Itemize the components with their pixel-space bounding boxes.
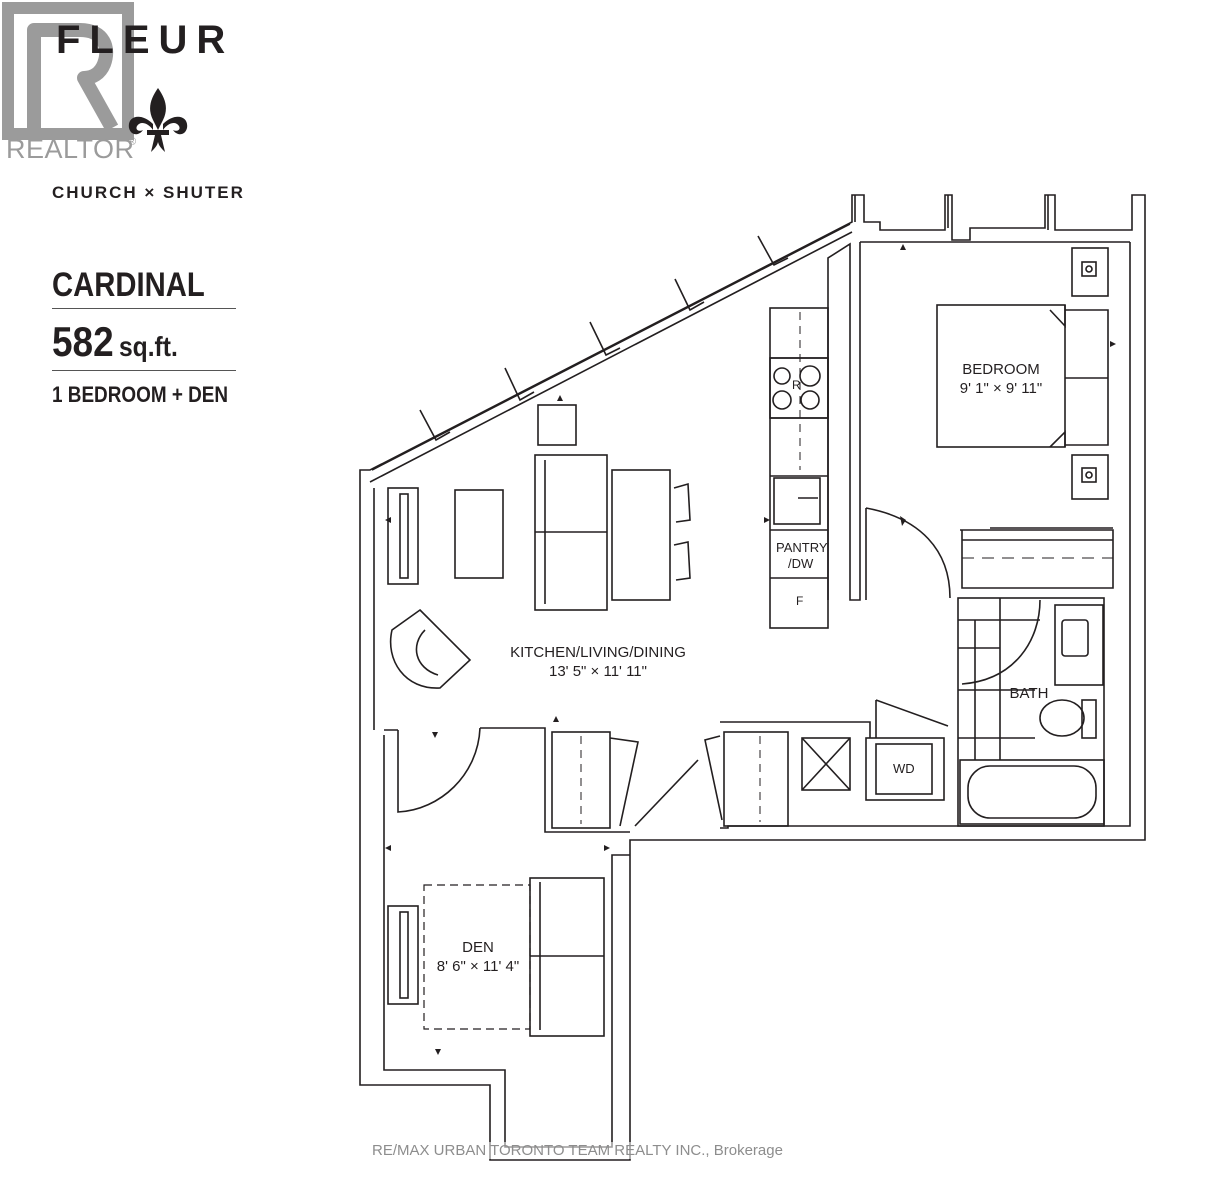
bed (936, 304, 1066, 448)
window-frame (369, 223, 853, 483)
pantry-label: PANTRY (776, 540, 828, 555)
bathtub (959, 759, 1105, 825)
kitchen-dims: 13' 5" × 11' 11" (549, 663, 647, 680)
bedroom-name: BEDROOM (962, 361, 1040, 378)
washer-dryer (865, 737, 945, 801)
washer-dryer-label: WD (893, 761, 915, 776)
fleur-de-lis-icon (128, 88, 188, 152)
range-label: R (792, 378, 801, 392)
den-name: DEN (462, 939, 494, 956)
coffee-table (454, 489, 504, 579)
bath-label: BATH (1009, 685, 1049, 702)
bedroom-dims: 9' 1" × 9' 11" (959, 380, 1043, 397)
toilet (1039, 699, 1085, 737)
realtor-wordmark: REALTOR (6, 134, 135, 164)
divider (52, 370, 236, 371)
bedroom-door (865, 507, 951, 600)
kitchen-name: KITCHEN/LIVING/DINING (510, 644, 686, 661)
dimension-markers (385, 244, 1116, 1055)
island (611, 469, 671, 601)
brokerage-watermark: RE/MAX URBAN TORONTO TEAM REALTY INC., B… (370, 1142, 785, 1159)
vanity (1054, 604, 1104, 686)
den-door (397, 727, 481, 813)
sink (773, 477, 821, 525)
unit-name: CARDINAL (52, 266, 205, 304)
ottoman (537, 404, 577, 446)
den-label: DEN 8' 6" × 11' 4" (420, 938, 536, 976)
unit-type: 1 BEDROOM + DEN (52, 382, 229, 407)
area-unit: sq.ft. (118, 331, 178, 362)
realtor-logo (2, 2, 134, 140)
window-posts (419, 235, 789, 442)
dishwasher-label: /DW (788, 556, 814, 571)
mechanical (801, 737, 851, 791)
kitchen-label: KITCHEN/LIVING/DINING 13' 5" × 11' 11" (488, 643, 708, 681)
armchair (389, 608, 472, 689)
cooktop (769, 357, 829, 419)
fridge-label: F (796, 594, 804, 608)
bedroom-label: BEDROOM 9' 1" × 9' 11" (946, 360, 1056, 398)
tv-unit (387, 487, 419, 585)
registered-mark: ® (128, 136, 137, 148)
divider (52, 308, 236, 309)
brand-title: FLEUR (56, 18, 235, 62)
den-dims: 8' 6" × 11' 4" (436, 958, 520, 975)
location-label: CHURCH × SHUTER (52, 183, 245, 202)
area-value: 582 (52, 318, 114, 365)
outer-wall (359, 194, 1146, 1161)
bath-room (957, 597, 1105, 827)
kitchen-counter (769, 307, 829, 629)
den-sofa (529, 877, 605, 1037)
den-tv (387, 905, 419, 1005)
